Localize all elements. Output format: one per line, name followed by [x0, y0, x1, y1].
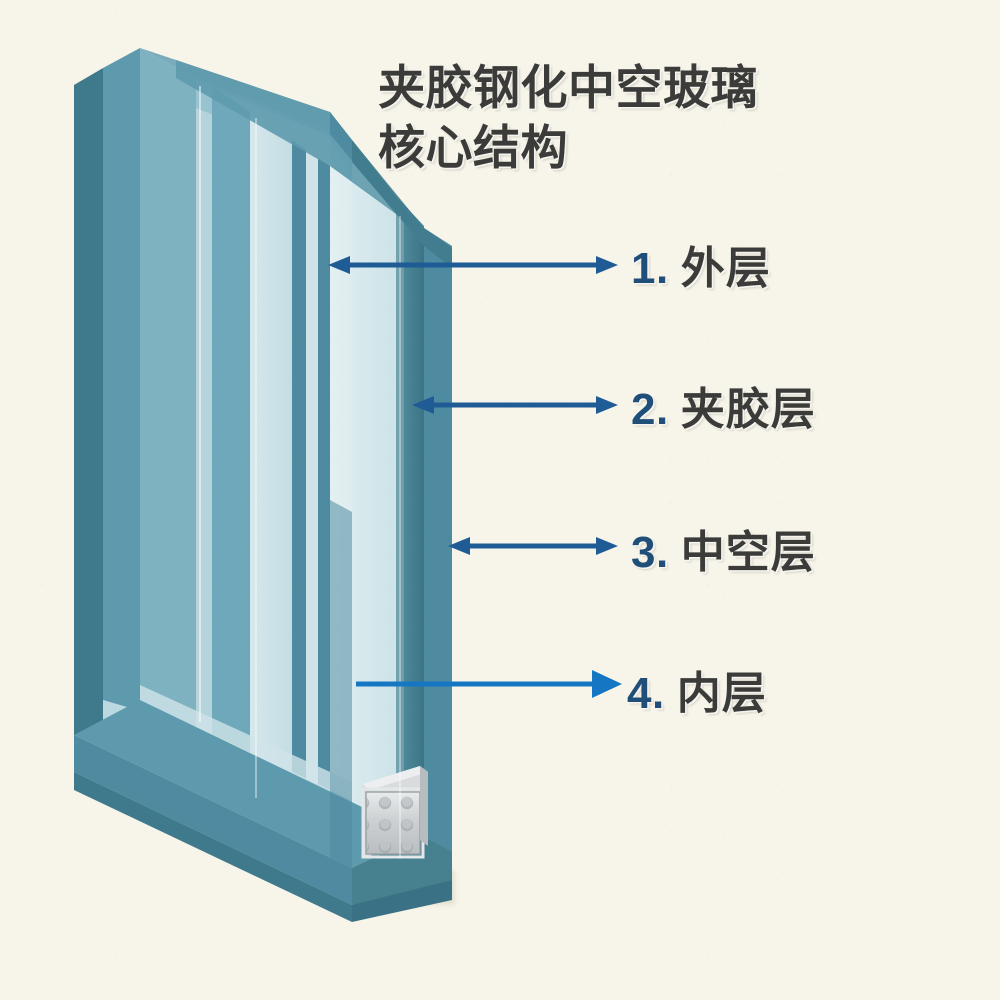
outer-glass-pane [74, 48, 140, 755]
diagonal-cut-edges [176, 60, 452, 268]
callout-arrow-1 [328, 256, 618, 274]
inner-frame-post [330, 500, 352, 870]
callout-text-3: 中空层 [680, 528, 816, 577]
callout-arrow-4 [356, 670, 622, 698]
callout-arrows [328, 256, 622, 698]
callout-label-3: 3. 中空层 [631, 516, 816, 580]
callout-text-2: 夹胶层 [680, 385, 816, 434]
callout-number-1: 1. [631, 244, 669, 293]
layer-1-outer [212, 86, 292, 820]
callout-label-1: 1. 外层 [631, 232, 771, 296]
layer-4-inner [396, 210, 452, 880]
callout-number-2: 2. [631, 385, 669, 434]
callout-arrow-3 [448, 537, 618, 555]
callout-number-4: 4. [627, 669, 665, 718]
callout-arrow-2 [412, 396, 618, 414]
spacer-bar [361, 766, 428, 859]
callout-label-2: 2. 夹胶层 [631, 373, 816, 437]
callout-number-3: 3. [631, 528, 669, 577]
page-title: 夹胶钢化中空玻璃 核心结构 [378, 61, 758, 175]
specular-highlights [199, 86, 401, 858]
callout-label-4: 4. 内层 [627, 657, 767, 721]
layer-2-laminate [292, 140, 330, 834]
callout-text-1: 外层 [680, 244, 771, 293]
callout-text-4: 内层 [676, 669, 767, 718]
